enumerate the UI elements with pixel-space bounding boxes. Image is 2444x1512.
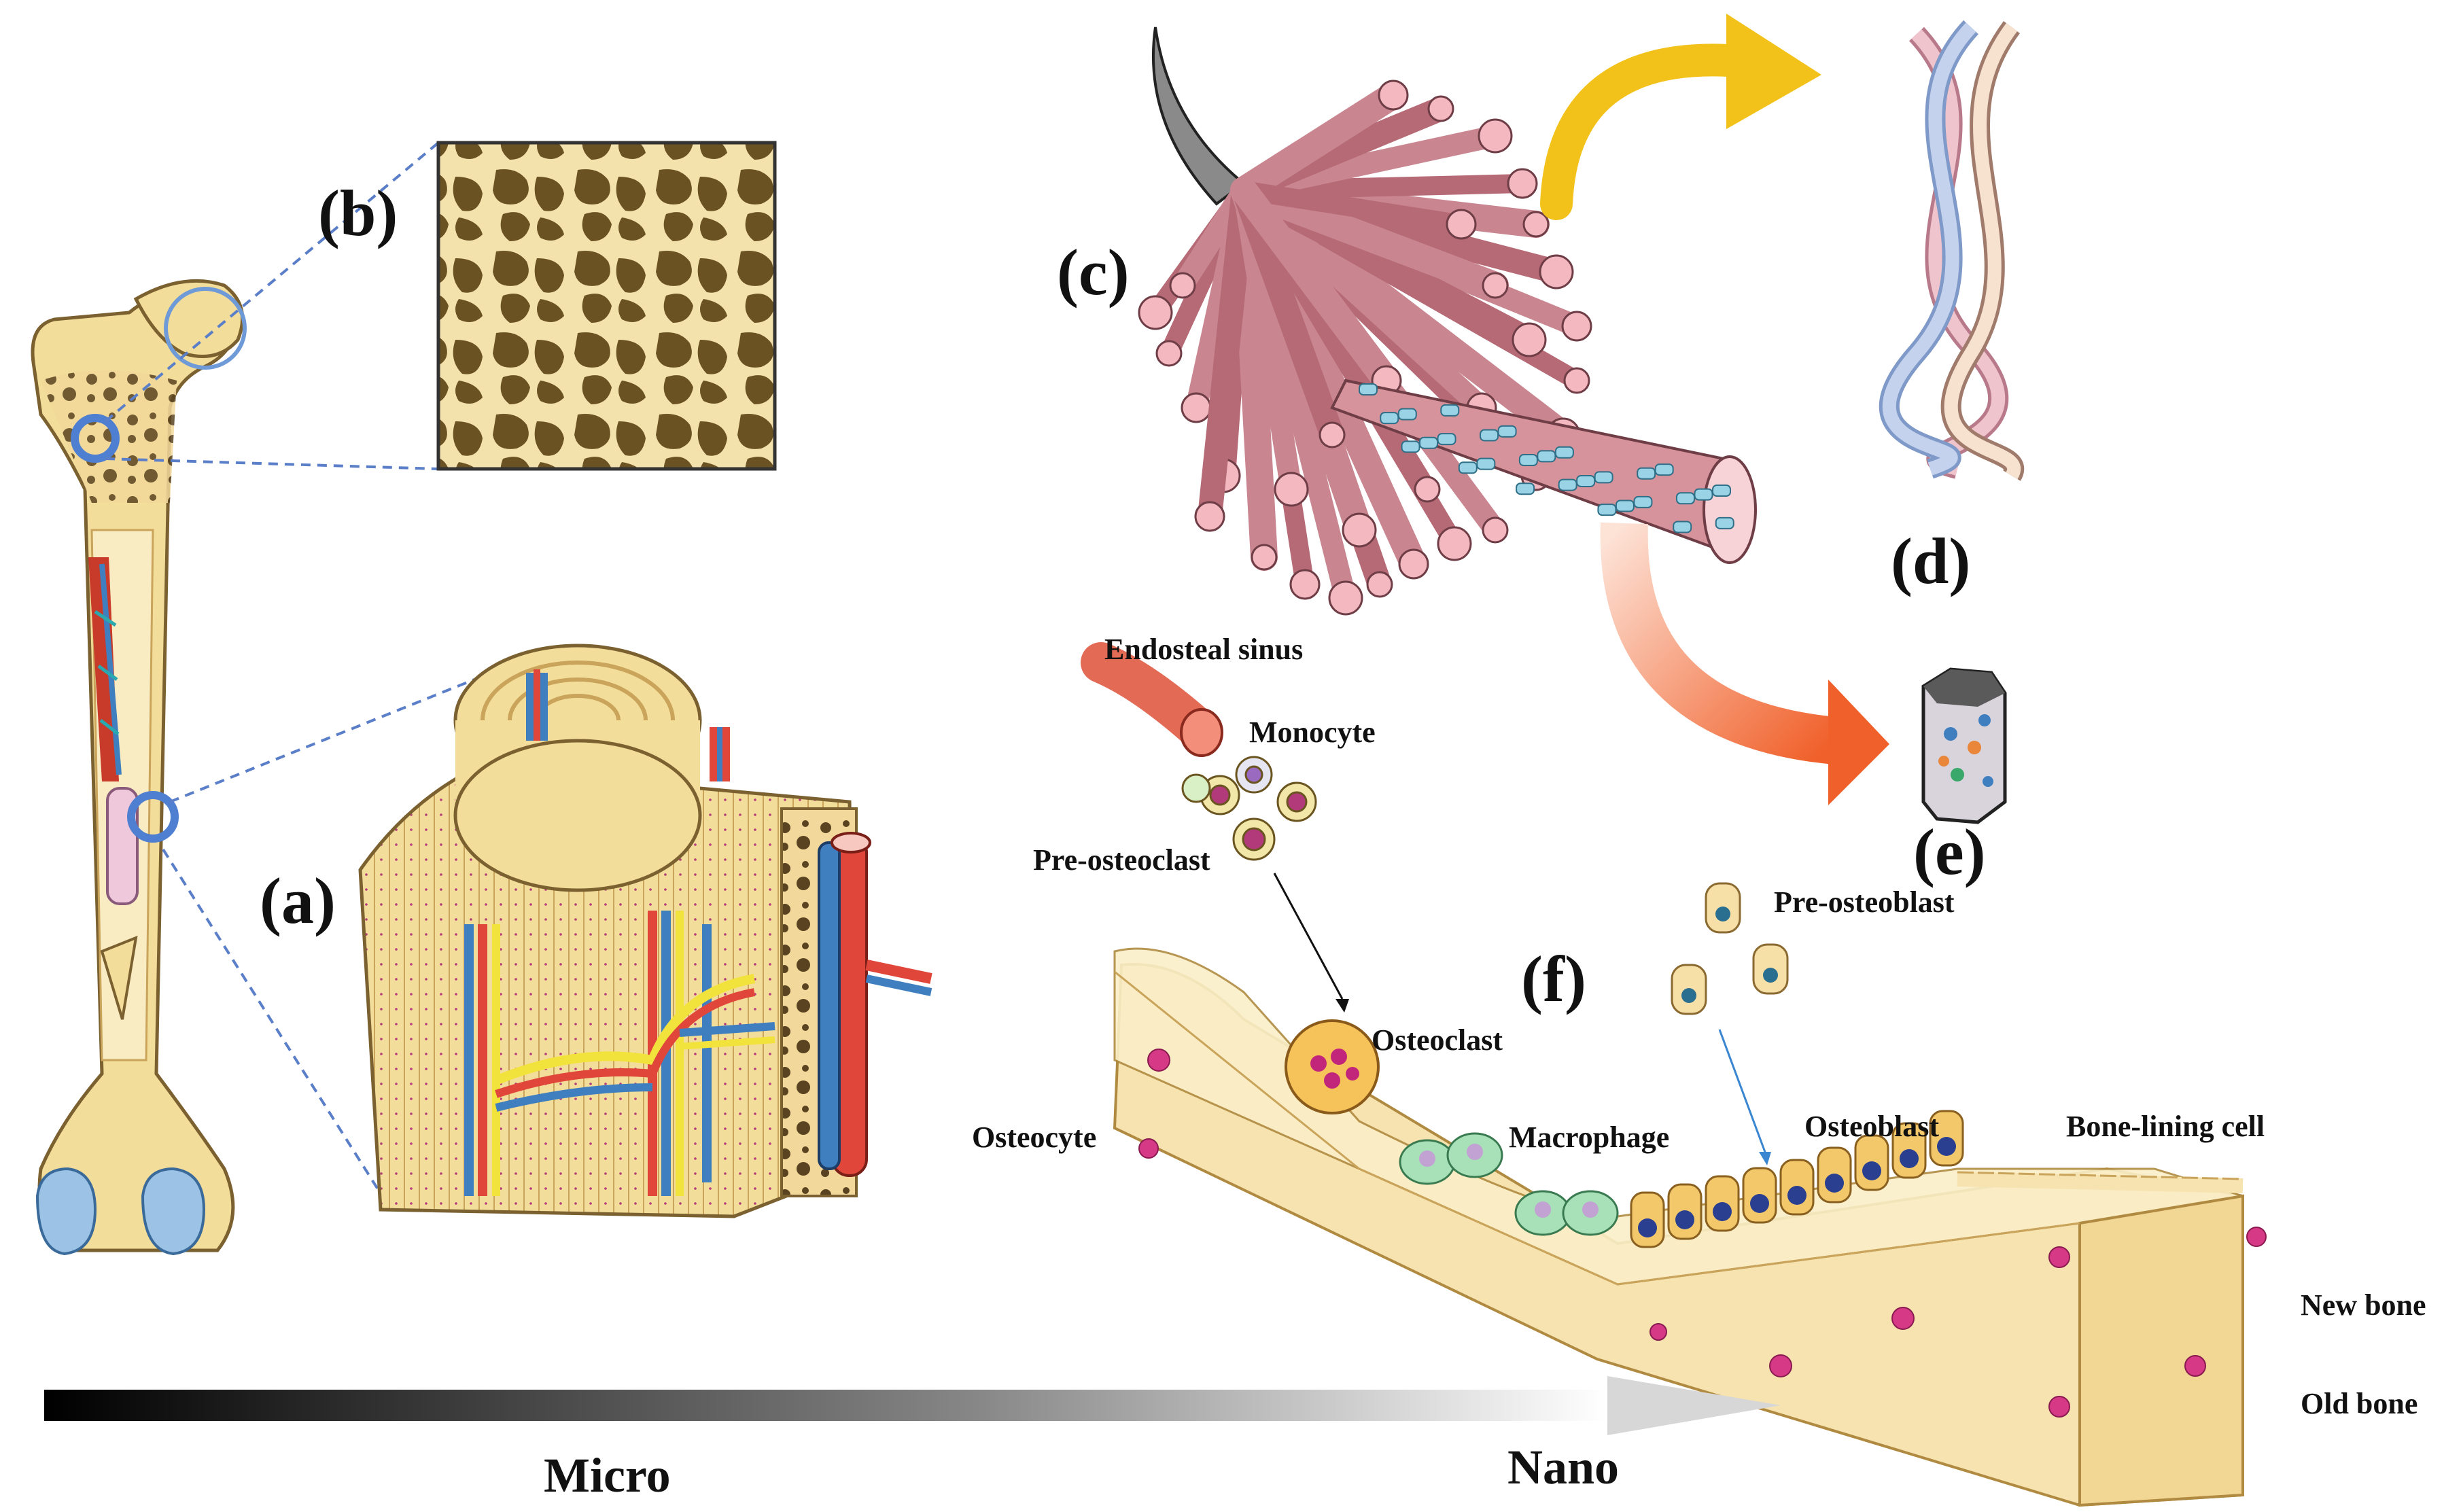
mineral-crystal: [1518, 454, 1538, 467]
osteoblast-nucleus: [1638, 1218, 1657, 1237]
orange-arrow: [1600, 522, 1889, 805]
collagen-fibril-end: [1414, 476, 1441, 503]
label-pre-osteoblast: Pre-osteoblast: [1774, 885, 1955, 919]
osteoblast-nucleus: [1862, 1161, 1881, 1180]
bone-remodeling-scene: [1081, 642, 2267, 1507]
collagen-fibril-end: [1563, 367, 1590, 394]
collagen-fibril: [1230, 82, 1407, 204]
collagen-fibril-end: [1437, 526, 1472, 561]
mineral-crystal: [1715, 516, 1734, 529]
zoom-connector-lines: [104, 141, 517, 1211]
mineral-crystal: [1458, 461, 1478, 474]
trabecular-bone-inset: [436, 141, 777, 471]
mineral-crystal: [1397, 408, 1417, 421]
collagen-fibril-end: [1274, 472, 1309, 507]
collagen-fibril: [1230, 177, 1400, 394]
collagen-fibril-end: [1482, 516, 1509, 544]
collagen-fibril-end: [1398, 548, 1429, 580]
mineral-crystal: [1576, 474, 1596, 487]
mineral-crystal: [1594, 471, 1613, 484]
collagen-fibril-end: [1378, 80, 1409, 111]
hydroxyapatite-crystal: [1921, 667, 2007, 824]
collagen-fibril-end: [1478, 118, 1513, 154]
mineral-crystal: [1380, 412, 1399, 425]
collagen-fibril-end: [1561, 311, 1592, 342]
collagen-fibril-end: [1342, 512, 1377, 548]
osteoblast-nucleus: [1750, 1194, 1769, 1213]
mineral-crystal: [1654, 463, 1674, 476]
mineral-crystal: [1712, 485, 1731, 497]
label-osteoblast: Osteoblast: [1804, 1110, 1939, 1143]
mineral-crystal: [1554, 446, 1574, 459]
panel-label-a: (a): [260, 864, 336, 937]
collagen-fiber-bundle: [1138, 27, 1757, 616]
mineral-crystal: [1401, 440, 1420, 453]
collagen-fibril-end: [1155, 340, 1183, 367]
label-old-bone: Old bone: [2301, 1387, 2418, 1420]
osteoblast-nucleus: [1713, 1202, 1732, 1221]
mineral-crystal: [1419, 436, 1439, 449]
mineral-crystal: [1558, 478, 1577, 491]
panel-label-d: (d): [1891, 525, 1971, 597]
collagen-fibril-end: [1181, 392, 1212, 423]
label-pre-osteoclast: Pre-osteoclast: [1033, 843, 1210, 877]
collagen-fibril-end: [1319, 421, 1346, 449]
label-osteocyte: Osteocyte: [972, 1121, 1097, 1154]
collagen-fibril-end: [1251, 544, 1278, 571]
mineral-crystal: [1476, 457, 1496, 470]
scale-label-micro: Micro: [544, 1448, 671, 1502]
mineral-crystal: [1437, 433, 1456, 446]
collagen-fibril-end: [1522, 211, 1550, 238]
collagen-fibril-end: [1507, 168, 1538, 199]
collagen-fibril-end: [1289, 569, 1321, 600]
panel-label-b: (b): [318, 177, 398, 249]
mineral-crystal: [1516, 482, 1535, 495]
osteoblast-nucleus: [1675, 1210, 1694, 1229]
collagen-fibril-end: [1366, 571, 1393, 598]
collagen-fibril-end: [1194, 501, 1225, 532]
collagen-fibril-end: [1427, 95, 1454, 122]
panel-label-f: (f): [1521, 943, 1586, 1015]
micro-nano-scale-bar: [44, 1376, 1781, 1435]
label-osteoclast: Osteoclast: [1372, 1023, 1503, 1057]
mineral-crystal: [1480, 429, 1499, 442]
collagen-fibril: [1234, 181, 1471, 234]
mineral-crystal: [1615, 499, 1635, 512]
femur-bone: [31, 279, 247, 1256]
label-endosteal-sinus: Endosteal sinus: [1104, 633, 1304, 666]
osteoblast-nucleus: [1787, 1186, 1806, 1205]
label-monocyte: Monocyte: [1249, 716, 1376, 749]
panel-label-e: (e): [1913, 815, 1986, 888]
cortical-bone-block: [358, 644, 932, 1218]
panel-label-c: (c): [1057, 236, 1130, 309]
label-macrophage: Macrophage: [1509, 1121, 1670, 1154]
collagen-fibril-end: [1138, 295, 1173, 330]
mineral-crystal: [1359, 383, 1378, 395]
mineral-crystal: [1675, 492, 1695, 505]
collagen-fibril: [1198, 178, 1256, 529]
scale-label-nano: Nano: [1507, 1440, 1620, 1494]
yellow-arrow: [1540, 14, 1821, 220]
mineral-crystal: [1694, 488, 1713, 501]
collagen-fibril-end: [1169, 272, 1196, 299]
osteoblast-nucleus: [1937, 1137, 1956, 1156]
mineral-crystal: [1497, 425, 1517, 438]
label-new-bone: New bone: [2301, 1288, 2426, 1322]
mineral-crystal: [1440, 404, 1460, 417]
mineral-crystal: [1537, 450, 1556, 463]
collagen-fibril-end: [1328, 580, 1363, 616]
mineral-crystal: [1597, 504, 1617, 516]
mineral-crystal: [1673, 521, 1692, 533]
osteoblast-nucleus: [1900, 1149, 1919, 1168]
collagen-fibril-end: [1512, 322, 1547, 357]
collagen-fibril-end: [1446, 209, 1477, 240]
label-bone-lining-cell: Bone-lining cell: [2066, 1110, 2265, 1143]
triple-helix: [1879, 20, 2025, 481]
osteoblast-nucleus: [1825, 1174, 1844, 1193]
collagen-fibril-end: [1539, 254, 1574, 289]
mineral-crystal: [1633, 495, 1653, 508]
collagen-fibril-end: [1482, 272, 1509, 299]
mineral-crystal: [1637, 467, 1656, 480]
